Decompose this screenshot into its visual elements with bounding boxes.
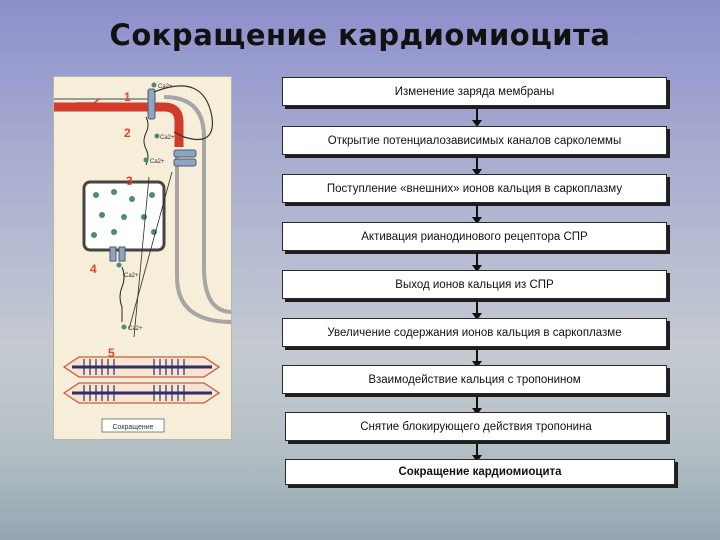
step-box-5: Выход ионов кальция из СПР xyxy=(282,270,667,299)
legend-label: Сокращение xyxy=(112,424,153,431)
flow-arrow-4 xyxy=(472,254,482,272)
ion-path-4 xyxy=(128,171,173,330)
ion-label-3: Ca2+ xyxy=(150,159,165,165)
step-box-1: Изменение заряда мембраны xyxy=(282,77,667,106)
myofibril-1 xyxy=(62,356,221,378)
depolarization-arrow xyxy=(76,98,100,104)
legend-box xyxy=(101,418,165,433)
ion-path-1 xyxy=(143,116,149,166)
calcium-ions-sr xyxy=(91,189,157,238)
flow-arrow-2 xyxy=(472,158,482,176)
signal-loop xyxy=(153,85,214,141)
figure-number-4: 4 xyxy=(90,262,97,276)
myofibril-2 xyxy=(62,382,221,404)
flow-arrow-5 xyxy=(472,302,482,320)
ion-label-2: Ca2+ xyxy=(160,135,175,141)
figure-number-2: 2 xyxy=(124,126,131,140)
flow-arrow-3 xyxy=(472,206,482,224)
ion-label-4: Ca2+ xyxy=(124,273,139,279)
page-title: Сокращение кардиомиоцита xyxy=(109,18,611,52)
ion-path-2 xyxy=(133,176,150,338)
ryanodine-receptor xyxy=(118,246,126,262)
ion-path-3 xyxy=(119,266,125,322)
step-box-6: Увеличение содержания ионов кальция в са… xyxy=(282,318,667,347)
flow-arrow-6 xyxy=(472,350,482,368)
step-box-2: Открытие потенциалозависимых каналов сар… xyxy=(282,126,667,155)
figure-number-3: 3 xyxy=(126,174,133,188)
channel-b xyxy=(173,158,197,167)
flow-arrow-8 xyxy=(472,444,482,462)
ryanodine-receptor-2 xyxy=(109,246,117,262)
cardiomyocyte-diagram: Сокращение 1 2 3 4 5 Ca2+ Ca2+ Ca2+ Ca2+… xyxy=(54,82,231,433)
calcium-ions-cytosol xyxy=(116,82,160,330)
ion-label-5: Ca2+ xyxy=(128,326,143,332)
flow-arrow-7 xyxy=(472,397,482,415)
t-tubule xyxy=(163,95,231,314)
step-box-9: Сокращение кардиомиоцита xyxy=(285,459,675,485)
ltype-channel xyxy=(147,88,156,120)
figure-number-5: 5 xyxy=(108,346,115,360)
channel-a xyxy=(173,149,197,158)
step-box-7: Взаимодействие кальция с тропонином xyxy=(282,365,667,394)
flow-arrow-1 xyxy=(472,109,482,127)
ion-label-1: Ca2+ xyxy=(158,84,173,90)
cardiomyocyte-illustration: Сокращение 1 2 3 4 5 Ca2+ Ca2+ Ca2+ Ca2+… xyxy=(53,76,232,440)
step-box-3: Поступление «внешних» ионов кальция в са… xyxy=(282,174,667,203)
step-box-4: Активация рианодинового рецептора СПР xyxy=(282,222,667,251)
sarcolemma-membrane xyxy=(54,102,184,147)
figure-number-1: 1 xyxy=(124,90,131,104)
t-tubule-inner xyxy=(175,157,231,324)
step-box-8: Снятие блокирующего действия тропонина xyxy=(285,412,667,441)
